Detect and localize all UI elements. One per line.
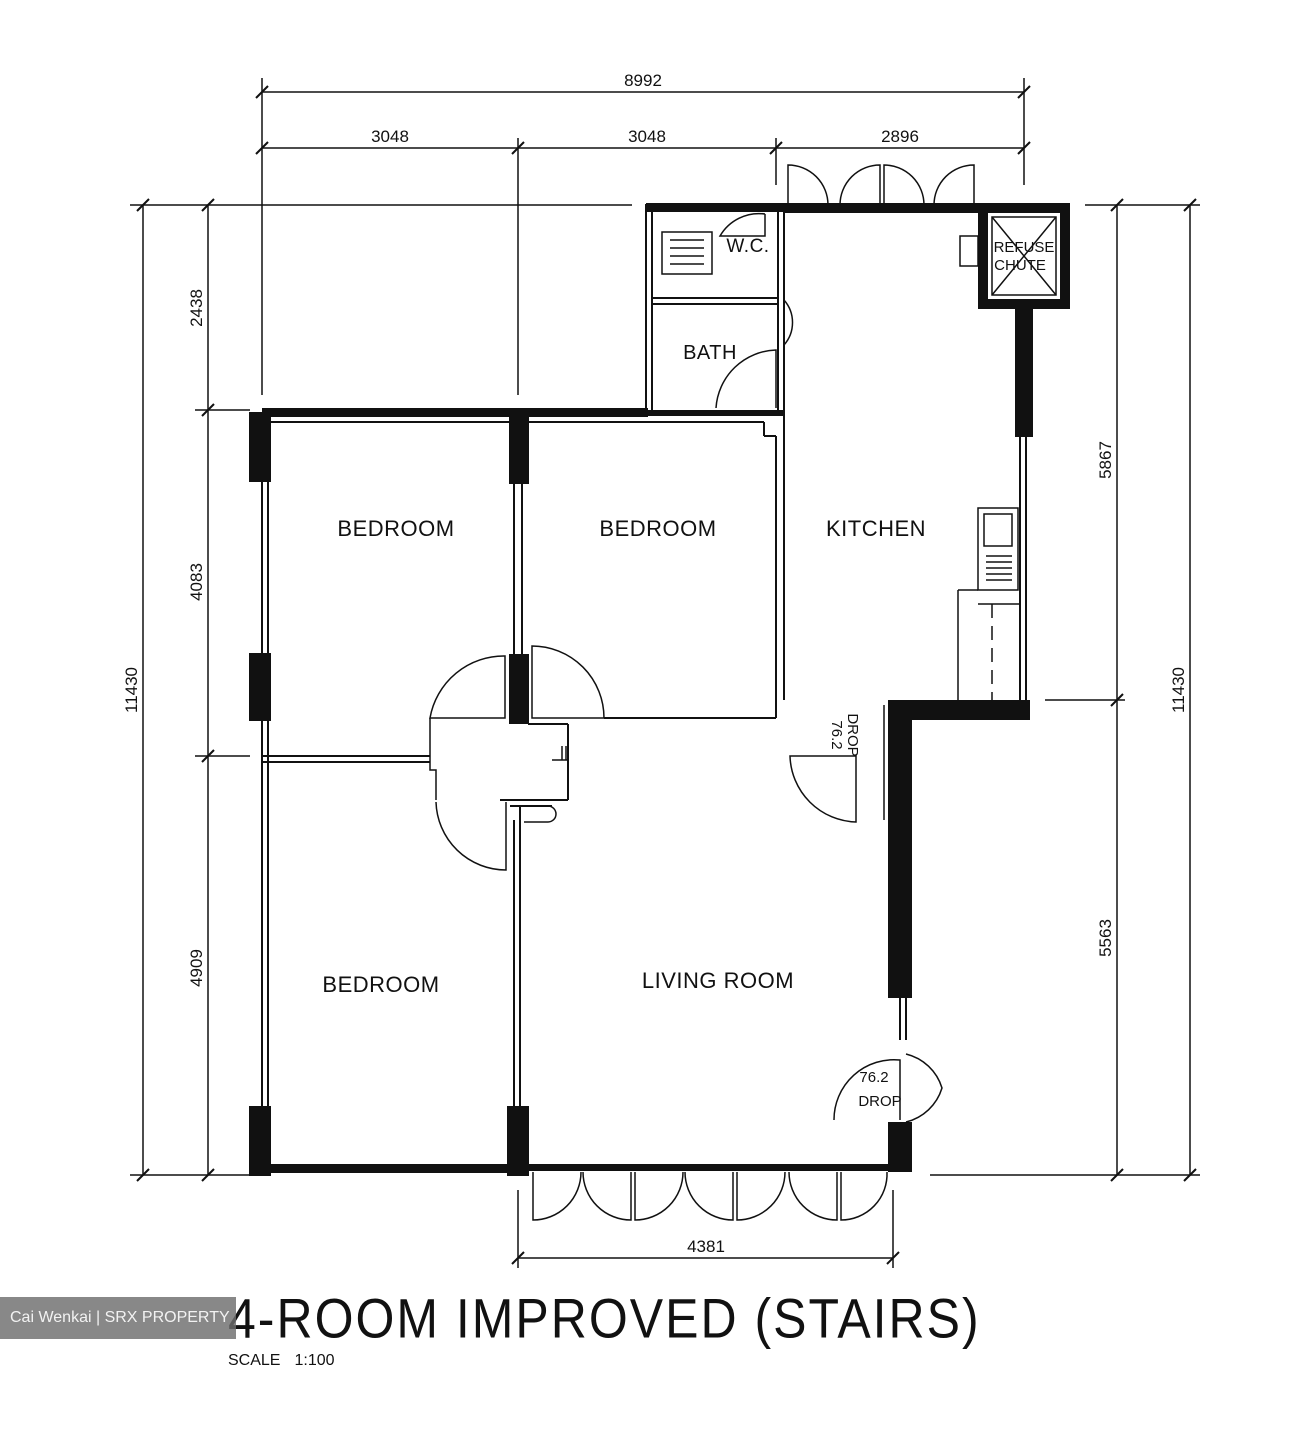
dim-height-right: 11430 [1169, 667, 1188, 713]
dim-right-1: 5867 [1096, 441, 1115, 479]
room-label-wc: W.C. [726, 236, 769, 257]
drop-lower-label: DROP [858, 1093, 901, 1110]
drop-upper-value: 76.2 [828, 720, 845, 749]
dim-height-left: 11430 [122, 667, 141, 713]
room-label-living-room: LIVING ROOM [642, 968, 794, 993]
room-label-bath: BATH [683, 342, 737, 364]
thick-walls [249, 203, 1070, 1176]
dim-right-2: 5563 [1096, 919, 1115, 957]
dim-left-3: 4909 [187, 949, 206, 987]
room-label-bedroom-2: BEDROOM [599, 516, 716, 541]
dim-left-2: 4083 [187, 563, 206, 601]
dimension-lines [130, 78, 1200, 1268]
dim-width-1: 3048 [371, 127, 409, 146]
room-label-bedroom-1: BEDROOM [337, 516, 454, 541]
drop-upper-label: DROP [844, 713, 861, 756]
fixtures [524, 231, 1020, 823]
door-swings [429, 164, 975, 1221]
scale-value: 1:100 [294, 1352, 335, 1369]
dim-width-3: 2896 [881, 127, 919, 146]
dim-left-1: 2438 [187, 289, 206, 327]
watermark: Cai Wenkai | SRX PROPERTY [0, 1297, 236, 1339]
scale-label: SCALE [228, 1352, 281, 1369]
dim-bottom: 4381 [687, 1237, 725, 1256]
scale-note: SCALE 1:100 [228, 1352, 335, 1370]
refuse-chute [959, 216, 1057, 296]
dim-width-2: 3048 [628, 127, 666, 146]
refuse-chute-label-1: REFUSE [994, 239, 1055, 256]
walls [260, 204, 1027, 1167]
room-label-kitchen: KITCHEN [826, 516, 926, 541]
room-label-bedroom-3: BEDROOM [322, 972, 439, 997]
dim-overall-width: 8992 [624, 71, 662, 90]
dimension-ticks [136, 85, 1197, 1265]
refuse-chute-label-2: CHUTE [994, 257, 1046, 274]
drop-lower-value: 76.2 [859, 1069, 888, 1086]
plan-title: 4-ROOM IMPROVED (STAIRS) [228, 1287, 981, 1350]
